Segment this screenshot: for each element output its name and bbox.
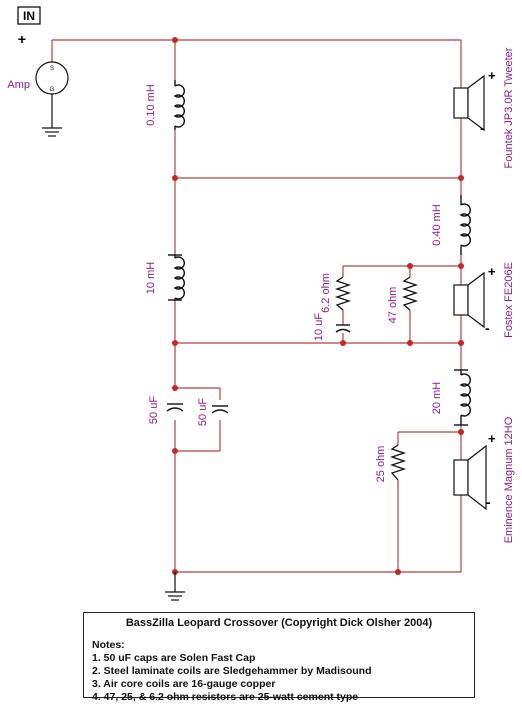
- l4-label: 20 mH: [431, 382, 443, 414]
- resistor-r3: [389, 444, 407, 481]
- l1-label: 0.10 mH: [145, 84, 157, 126]
- c1-label: 50 uF: [148, 396, 160, 424]
- capacitor-c1: [166, 403, 184, 412]
- input-terminal: IN +: [17, 6, 41, 47]
- r3-label: 25 ohm: [375, 446, 387, 483]
- capacitor-c3: [335, 324, 351, 333]
- svg-text:+: +: [488, 68, 496, 83]
- capacitor-c2: [211, 405, 229, 414]
- notes-heading: Notes:: [92, 639, 125, 651]
- svg-text:Amp: Amp: [7, 79, 30, 91]
- resistor-r2: [401, 276, 419, 311]
- inductor-l1: [173, 80, 185, 130]
- c3-label: 10 uF: [313, 313, 325, 341]
- c2-label: 50 uF: [197, 398, 209, 426]
- inductor-l3: [459, 195, 471, 255]
- l3-label: 0.40 mH: [431, 204, 443, 246]
- svg-text:-: -: [486, 494, 491, 510]
- amplifier-source: S G Amp: [7, 61, 69, 137]
- crossover-schematic: IN + S G Amp 0.10 mH 10 mH 0.40 mH: [7, 6, 515, 601]
- l2-label: 10 mH: [145, 262, 157, 294]
- svg-text:+: +: [488, 431, 496, 446]
- inductor-l2: [168, 254, 185, 301]
- resistor-r1: [334, 276, 352, 311]
- notes-title: BassZilla Leopard Crossover (Copyright D…: [125, 617, 433, 629]
- tweeter-speaker: + -: [453, 68, 496, 136]
- tweeter-label: Fountek JP3.0R Tweeter: [503, 47, 515, 168]
- svg-text:G: G: [50, 87, 55, 93]
- svg-text:-: -: [485, 320, 490, 336]
- r1-label: 6.2 ohm: [320, 273, 332, 313]
- r2-label: 47 ohm: [387, 287, 399, 324]
- midrange-speaker: + -: [453, 264, 496, 336]
- wires: [51, 39, 462, 573]
- svg-text:-: -: [480, 120, 485, 136]
- midrange-label: Fostex FE206E: [503, 262, 515, 338]
- note-item: 3. Air core coils are 16-gauge copper: [92, 678, 276, 690]
- woofer-speaker: + -: [453, 431, 496, 511]
- notes-box: BassZilla Leopard Crossover (Copyright D…: [83, 612, 475, 703]
- note-item: 4. 47, 25, & 6.2 ohm resistors are 25-wa…: [92, 691, 359, 703]
- svg-text:IN: IN: [23, 9, 35, 23]
- junction-nodes: [172, 37, 464, 575]
- svg-text:+: +: [488, 264, 496, 279]
- woofer-label: Eminence Magnum 12HO: [503, 416, 515, 543]
- ground-symbol: [165, 572, 185, 601]
- note-item: 1. 50 uF caps are Solen Fast Cap: [92, 652, 256, 664]
- svg-text:+: +: [18, 31, 26, 47]
- svg-text:S: S: [50, 66, 54, 72]
- note-item: 2. Steel laminate coils are Sledgehammer…: [92, 665, 372, 677]
- inductor-l4: [454, 369, 471, 426]
